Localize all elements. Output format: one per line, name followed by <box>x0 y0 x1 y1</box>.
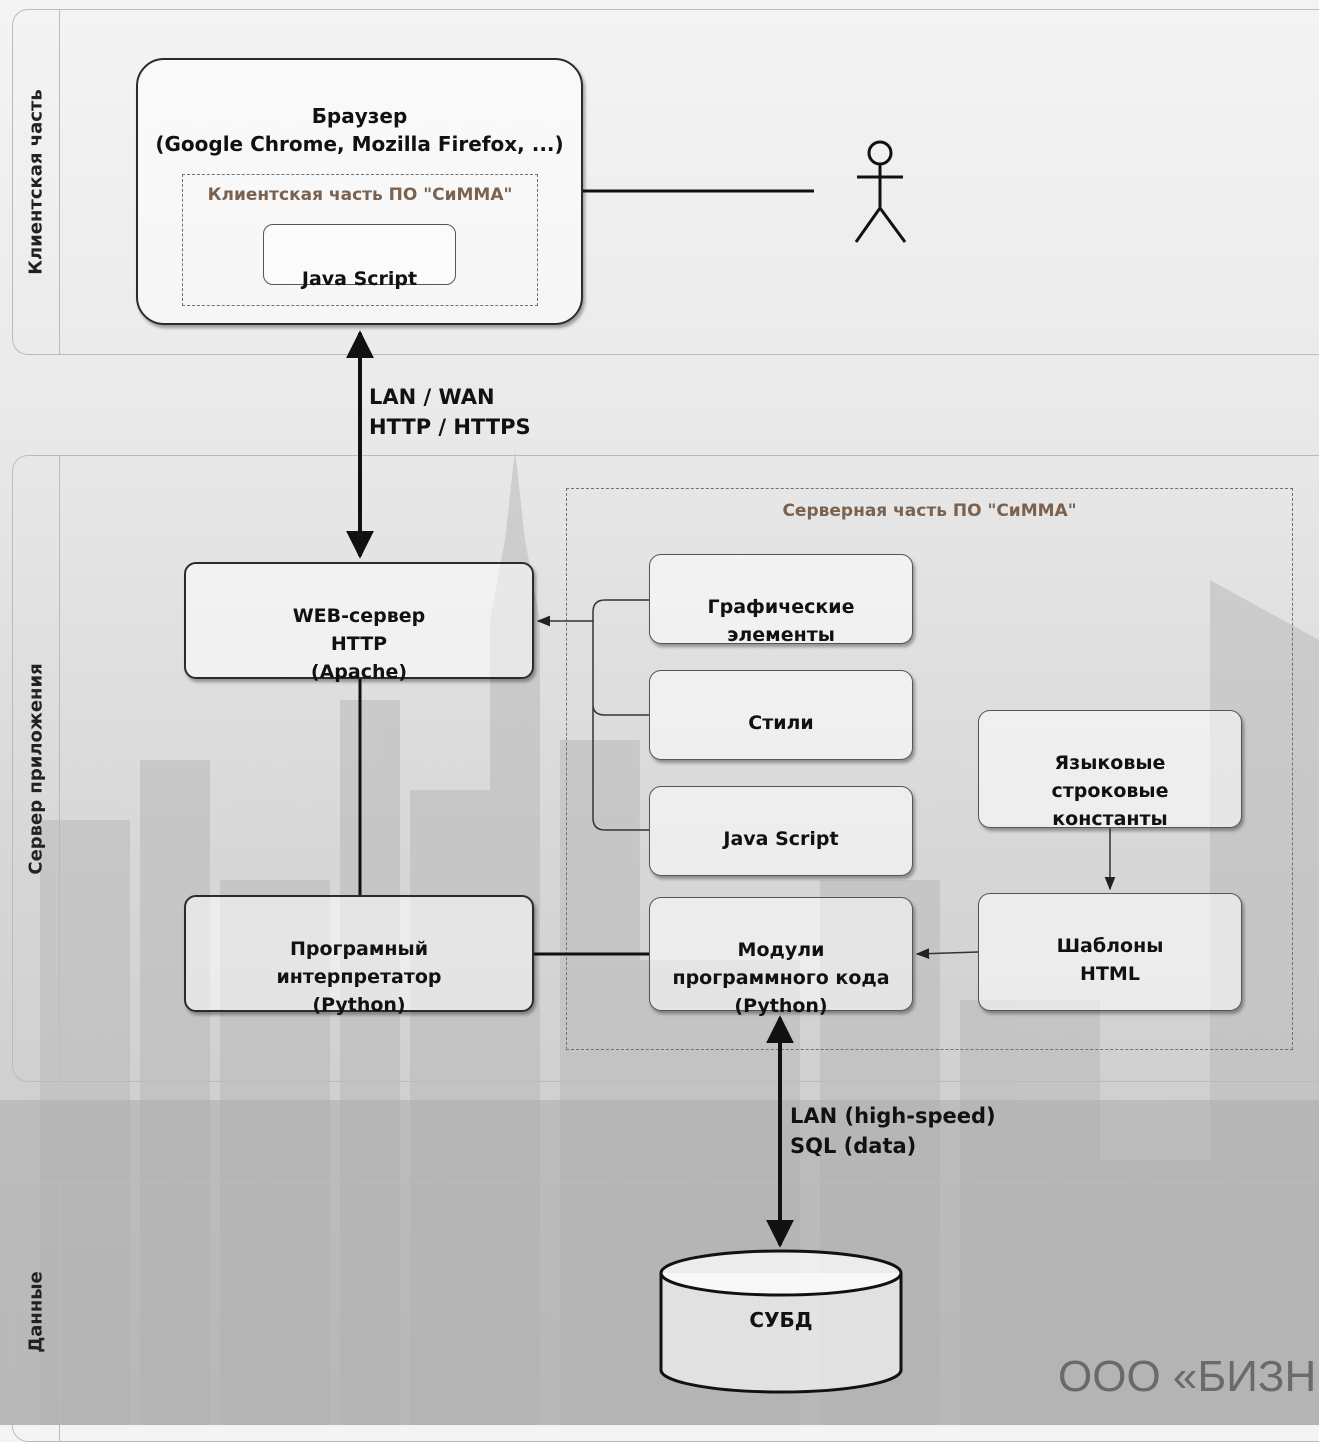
web-server-box: WEB-сервер HTTP (Apache) <box>184 562 534 683</box>
user-actor-icon <box>854 140 907 243</box>
client-software-group: Клиентская часть ПО "СиММА" <box>182 174 538 306</box>
modules-box: Модули программного кода (Python) <box>649 897 913 1017</box>
database-cylinder-icon <box>659 1249 903 1394</box>
lane-title-server: Сервер приложения <box>13 456 60 1081</box>
lan-wan-label: LAN / WAN HTTP / HTTPS <box>369 385 531 439</box>
lang-constants-box: Языковые строковые константы <box>978 710 1242 830</box>
server-javascript-box: Java Script <box>649 786 913 876</box>
interpreter-label: Програмный интерпретатор (Python) <box>276 938 442 1016</box>
styles-label: Стили <box>748 712 814 734</box>
lan-sql-label: LAN (high-speed) SQL (data) <box>790 1104 996 1158</box>
graphics-label: Графические элементы <box>707 596 855 646</box>
lane-title-data: Данные <box>13 1183 60 1441</box>
templates-box: Шаблоны HTML <box>978 893 1242 1011</box>
web-server-label: WEB-сервер HTTP (Apache) <box>292 605 426 683</box>
company-footer-text: ООО «БИЗН <box>1058 1352 1317 1401</box>
modules-label: Модули программного кода (Python) <box>672 939 890 1017</box>
browser-title: Браузер (Google Chrome, Mozilla Firefox,… <box>155 104 564 156</box>
lang-constants-label: Языковые строковые константы <box>1051 752 1169 830</box>
static-resources-bracket <box>592 599 649 831</box>
templates-label: Шаблоны HTML <box>1056 935 1164 985</box>
lane-title-client: Клиентская часть <box>13 10 60 354</box>
graphics-box: Графические элементы <box>649 554 913 646</box>
styles-box: Стили <box>649 670 913 760</box>
templates-modules-arrow <box>915 948 979 959</box>
client-javascript-box: Java Script <box>263 224 456 290</box>
interpreter-box: Програмный интерпретатор (Python) <box>184 895 534 1016</box>
database-label: СУБД <box>749 1308 813 1332</box>
server-javascript-label: Java Script <box>723 828 839 850</box>
server-software-group: Серверная часть ПО "СиММА" <box>566 488 1293 1050</box>
client-software-label: Клиентская часть ПО "СиММА" <box>207 185 513 205</box>
server-software-label: Серверная часть ПО "СиММА" <box>782 501 1077 521</box>
client-javascript-label: Java Script <box>301 268 418 290</box>
lane-server: Сервер приложения <box>12 455 1319 1082</box>
lane-client: Клиентская часть <box>12 9 1319 355</box>
